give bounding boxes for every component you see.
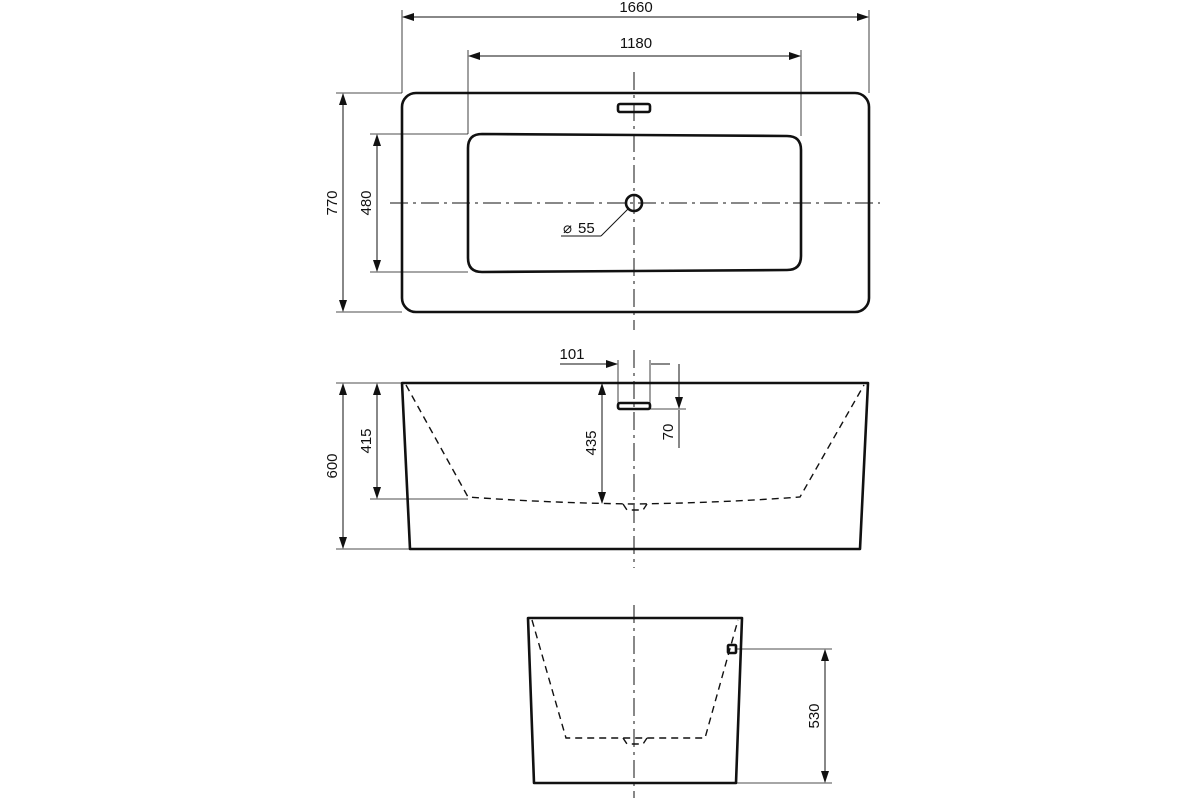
side-view-bowl-hidden — [405, 384, 865, 505]
top-view: 1660 1180 770 480 ⌀ 55 — [324, 0, 880, 330]
dim-530-label: 530 — [806, 703, 823, 728]
side-view: 600 415 435 101 70 — [324, 346, 870, 568]
end-view-drain-hidden — [622, 737, 648, 745]
dim-415-label: 415 — [358, 428, 375, 453]
dim-435-label: 435 — [583, 430, 600, 455]
dim-55-label: 55 — [578, 220, 595, 237]
dim-101-label: 101 — [559, 346, 584, 363]
side-view-overflow — [616, 401, 652, 411]
side-view-drain-hidden — [622, 503, 648, 511]
dim-1180-label: 1180 — [620, 35, 652, 52]
dim-70-label: 70 — [660, 424, 677, 441]
top-view-inner-basin — [466, 132, 803, 274]
dim-55-diameter-symbol: ⌀ — [563, 220, 572, 237]
end-view-overflow — [726, 643, 738, 655]
dim-1660-label: 1660 — [619, 0, 652, 16]
dim-600-label: 600 — [324, 453, 341, 478]
side-view-outline — [400, 381, 870, 551]
end-view: 530 — [526, 605, 832, 798]
end-view-outline — [526, 616, 744, 785]
dim-770-label: 770 — [324, 190, 341, 215]
dim-480-label: 480 — [358, 190, 375, 215]
dim-55-leader — [600, 208, 629, 237]
end-view-bowl-hidden — [531, 619, 739, 739]
